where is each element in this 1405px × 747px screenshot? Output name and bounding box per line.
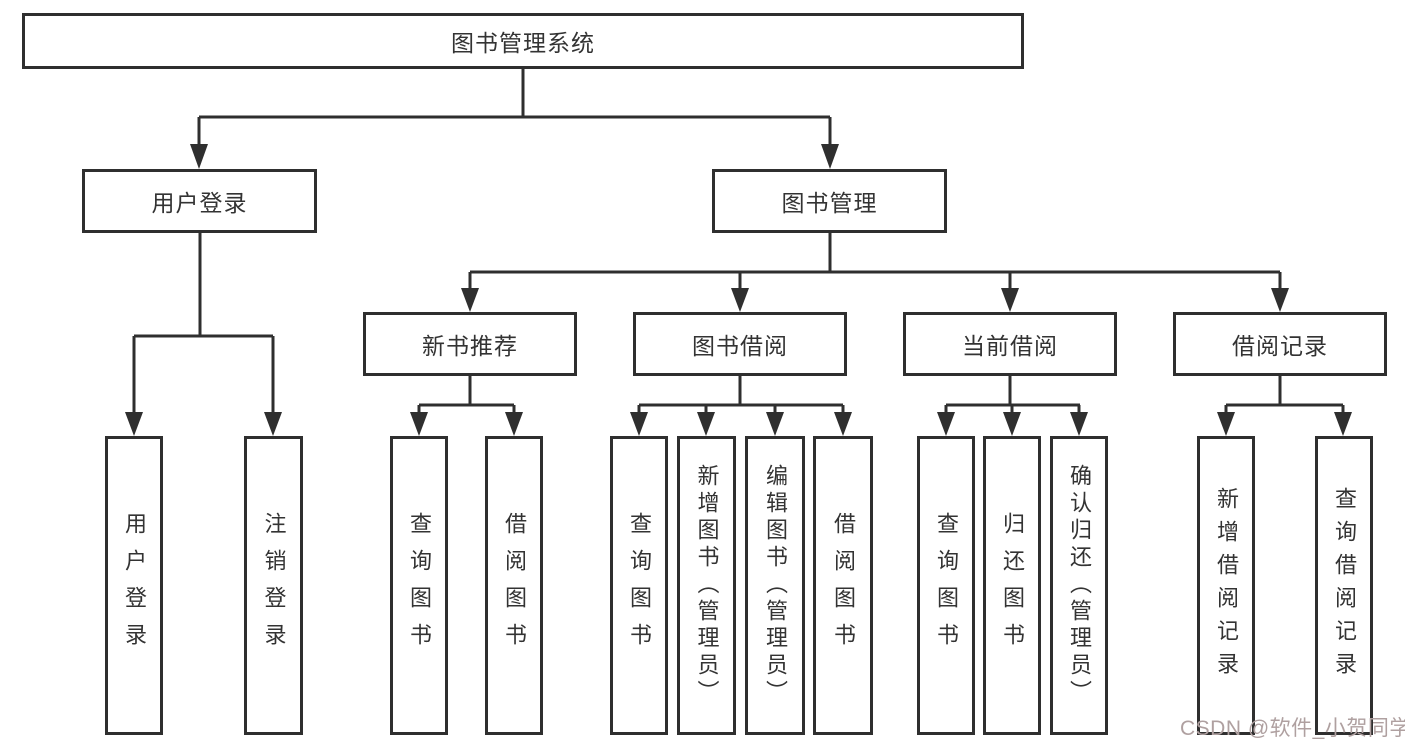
leaf-recommend-query-books-label: 查询图书: [407, 511, 432, 660]
leaf-logout: 注销登录: [244, 436, 303, 735]
leaf-logout-label: 注销登录: [261, 511, 287, 660]
node-borrowing-records: 借阅记录: [1173, 312, 1387, 376]
leaf-borrowing-borrow-books-label: 借阅图书: [831, 511, 856, 660]
node-library-system: 图书管理系统: [22, 13, 1024, 69]
leaf-add-book-admin-label: 新增图书（管理员）: [694, 464, 720, 707]
csdn-watermark: CSDN @软件_小贺同学: [1180, 717, 1405, 740]
leaf-current-query-books-label: 查询图书: [934, 511, 959, 660]
leaf-add-borrow-record-label: 新增借阅记录: [1214, 486, 1239, 685]
node-user-login-label: 用户登录: [151, 190, 248, 216]
leaf-borrowing-query-books: 查询图书: [610, 436, 668, 735]
leaf-borrowing-query-books-label: 查询图书: [627, 511, 652, 660]
node-book-management-label: 图书管理: [781, 190, 878, 216]
node-user-login: 用户登录: [82, 169, 317, 233]
leaf-edit-book-admin: 编辑图书（管理员）: [745, 436, 805, 735]
leaf-borrowing-borrow-books: 借阅图书: [813, 436, 873, 735]
node-book-management: 图书管理: [712, 169, 947, 233]
leaf-return-book-label: 归还图书: [1000, 511, 1025, 660]
leaf-recommend-borrow-books-label: 借阅图书: [502, 511, 527, 660]
node-library-system-label: 图书管理系统: [451, 30, 595, 56]
node-current-borrowing-label: 当前借阅: [962, 333, 1058, 359]
leaf-user-login-label: 用户登录: [122, 511, 147, 660]
leaf-user-login: 用户登录: [105, 436, 163, 735]
leaf-add-borrow-record: 新增借阅记录: [1197, 436, 1255, 735]
node-current-borrowing: 当前借阅: [903, 312, 1117, 376]
leaf-recommend-query-books: 查询图书: [390, 436, 448, 735]
leaf-confirm-return-admin-label: 确认归还（管理员）: [1067, 464, 1092, 707]
leaf-query-borrow-record-label: 查询借阅记录: [1332, 486, 1357, 685]
leaf-edit-book-admin-label: 编辑图书（管理员）: [763, 464, 788, 707]
leaf-return-book: 归还图书: [983, 436, 1041, 735]
leaf-query-borrow-record: 查询借阅记录: [1315, 436, 1373, 735]
node-new-book-recommend: 新书推荐: [363, 312, 577, 376]
leaf-add-book-admin: 新增图书（管理员）: [677, 436, 736, 735]
leaf-current-query-books: 查询图书: [917, 436, 975, 735]
leaf-recommend-borrow-books: 借阅图书: [485, 436, 543, 735]
node-borrowing-records-label: 借阅记录: [1232, 333, 1328, 359]
leaf-confirm-return-admin: 确认归还（管理员）: [1050, 436, 1108, 735]
node-new-book-recommend-label: 新书推荐: [422, 333, 518, 359]
node-book-borrowing-label: 图书借阅: [692, 333, 788, 359]
node-book-borrowing: 图书借阅: [633, 312, 847, 376]
